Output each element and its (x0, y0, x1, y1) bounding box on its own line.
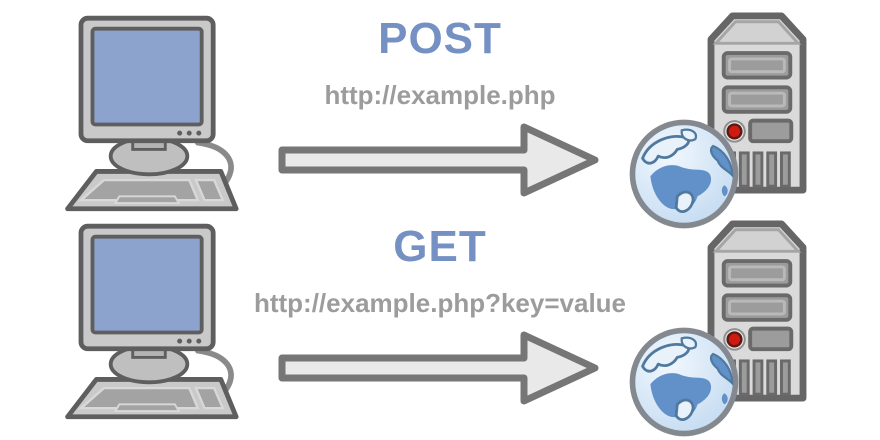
globe-icon (628, 118, 740, 230)
client-computer-icon (58, 12, 240, 214)
server-tower-icon (702, 10, 812, 196)
http-method-label: POST (378, 14, 502, 63)
request-url-label: http://example.php (324, 80, 556, 110)
right-arrow-icon (278, 330, 600, 406)
post-request-row: POST http://example.php (58, 10, 812, 230)
http-method-label: GET (393, 222, 487, 271)
get-request-row: GET http://example.php?key=value (0, 208, 880, 440)
right-arrow-icon (278, 122, 600, 198)
globe-icon (628, 326, 740, 438)
server-tower-icon (702, 218, 812, 404)
client-computer-icon (58, 220, 240, 422)
request-url-label: http://example.php?key=value (253, 288, 627, 318)
